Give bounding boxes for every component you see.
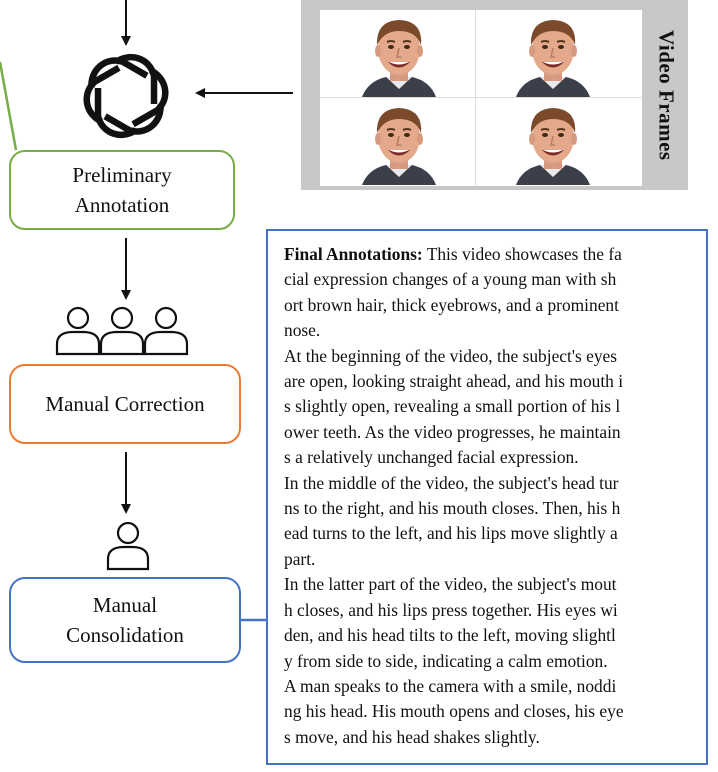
- manual-consolidation-box: Manual Consolidation: [9, 577, 241, 663]
- manual-correction-box: Manual Correction: [9, 364, 241, 444]
- face-photo: [478, 99, 628, 185]
- preliminary-annotation-box: Preliminary Annotation: [9, 150, 235, 230]
- face-photo: [324, 99, 474, 185]
- video-frame: [478, 99, 628, 185]
- manual-correction-label: Manual Correction: [45, 392, 205, 416]
- video-frame: [324, 11, 474, 97]
- final-annotations-text: Final Annotations: This video showcases …: [284, 242, 690, 750]
- frame-divider-horizontal: [320, 97, 642, 98]
- manual-consolidation-label: Manual Consolidation: [66, 593, 184, 647]
- face-photo: [478, 11, 628, 97]
- person-icon: [106, 521, 150, 571]
- final-annotations-body: This video showcases the fa cial express…: [284, 244, 624, 747]
- openai-logo-icon: [83, 54, 169, 138]
- frame-divider-vertical: [475, 10, 476, 186]
- video-frame: [478, 11, 628, 97]
- video-frames-label: Video Frames: [654, 29, 679, 161]
- final-annotations-heading: Final Annotations:: [284, 244, 423, 264]
- face-photo: [324, 11, 474, 97]
- video-frames-panel: Video Frames: [301, 0, 688, 190]
- final-annotations-box: Final Annotations: This video showcases …: [266, 229, 708, 765]
- green-connector-line: [0, 61, 18, 151]
- video-frames-label-box: Video Frames: [644, 0, 688, 190]
- three-people-icon: [55, 306, 189, 356]
- preliminary-annotation-label: Preliminary Annotation: [72, 163, 172, 217]
- frames-grid: [320, 10, 642, 186]
- video-frame: [324, 99, 474, 185]
